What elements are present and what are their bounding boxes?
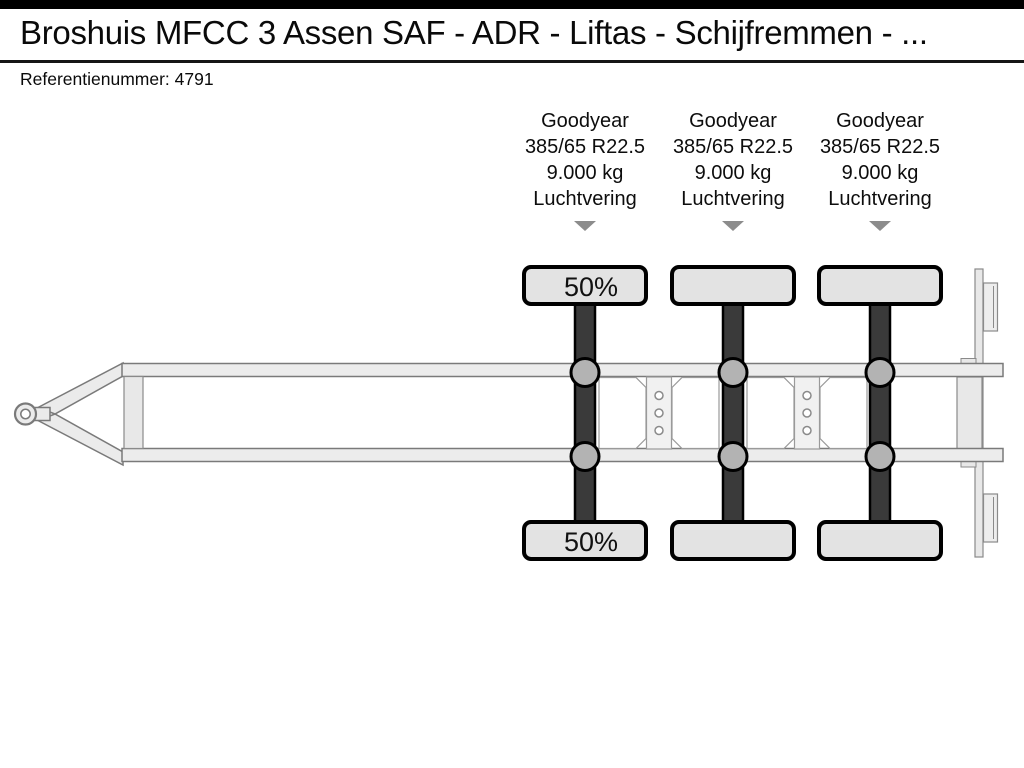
triangle-down-icon (574, 221, 596, 231)
axle-3 (817, 265, 943, 561)
tire-top (670, 265, 796, 306)
frame-rail-bottom (121, 447, 1004, 463)
bolt-hole (654, 390, 664, 401)
wheel-hub (717, 357, 749, 388)
bolt-hole (802, 390, 812, 401)
frame-rail-top (121, 362, 1004, 378)
bolt-hole (802, 408, 812, 418)
drawbar-arm-upper (36, 361, 124, 415)
wheel-hub (569, 357, 601, 388)
drawbar-arm-lower (36, 413, 124, 467)
reference-number: Referentienummer: 4791 (20, 69, 214, 89)
axle-spec-column-3: Goodyear 385/65 R22.5 9.000 kg Luchtveri… (788, 108, 972, 238)
tire-bottom (522, 520, 648, 561)
tire-size: 385/65 R22.5 (819, 136, 941, 158)
wheel-hub (569, 441, 601, 472)
title-divider (0, 60, 1024, 63)
triangle-down-icon (722, 221, 744, 231)
cross-member-panel-1 (598, 376, 720, 450)
cross-member-panel-2 (746, 376, 868, 450)
drawbar (13, 361, 124, 467)
tire-bottom (670, 520, 796, 561)
tire-brand: Goodyear (689, 110, 777, 132)
suspension-type: Luchtvering (533, 188, 637, 210)
wheel-hub (717, 441, 749, 472)
reference-value: 4791 (174, 69, 214, 89)
tire-brand: Goodyear (541, 110, 629, 132)
tire-brand: Goodyear (836, 110, 924, 132)
axle-capacity: 9.000 kg (694, 162, 772, 184)
tire-top (522, 265, 648, 306)
suspension-type: Luchtvering (681, 188, 785, 210)
axle-2 (670, 265, 796, 561)
tire-size: 385/65 R22.5 (524, 136, 646, 158)
tire-top (817, 265, 943, 306)
wheel-hub (864, 357, 896, 388)
front-cross-member (123, 375, 144, 450)
axle-capacity: 9.000 kg (841, 162, 919, 184)
bolt-hole (802, 425, 812, 436)
suspension-type: Luchtvering (828, 188, 932, 210)
top-black-bar (0, 0, 1024, 9)
reference-label: Referentienummer: (20, 69, 170, 89)
axle-spec-column-1: Goodyear 385/65 R22.5 9.000 kg Luchtveri… (493, 108, 677, 238)
axle-capacity: 9.000 kg (546, 162, 624, 184)
rear-bumper (956, 268, 999, 558)
rear-light-top-icon (982, 282, 999, 332)
bolt-hole (654, 408, 664, 418)
axle-spec-column-2: Goodyear 385/65 R22.5 9.000 kg Luchtveri… (641, 108, 825, 238)
tire-size: 385/65 R22.5 (672, 136, 794, 158)
axle-shaft (721, 296, 745, 546)
axle-1: 50% 50% (522, 265, 648, 561)
rear-light-bottom-icon (982, 493, 999, 543)
rear-cross-member (956, 376, 983, 450)
axle-shaft (868, 296, 892, 546)
tire-load-label: 50% (564, 527, 618, 557)
chassis-frame (121, 362, 1004, 463)
page-title: Broshuis MFCC 3 Assen SAF - ADR - Liftas… (20, 14, 928, 51)
axle-shaft (573, 296, 597, 546)
tire-bottom (817, 520, 943, 561)
tire-load-label: 50% (564, 272, 618, 302)
wheel-hub (864, 441, 896, 472)
bolt-hole (654, 425, 664, 436)
triangle-down-icon (869, 221, 891, 231)
